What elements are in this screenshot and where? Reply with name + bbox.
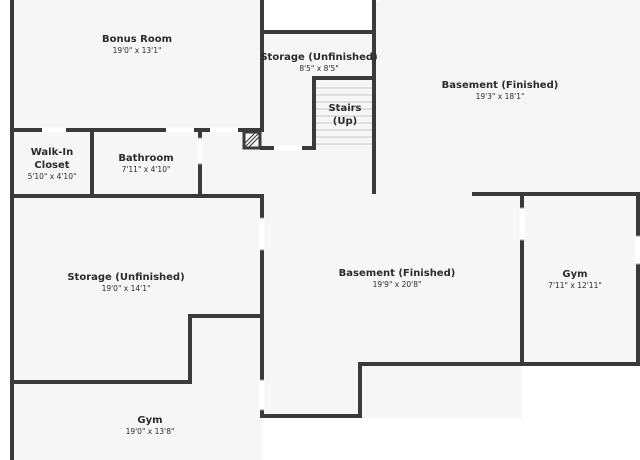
room-label-storage-top: Storage (Unfinished) 8'5" x 8'5" [260, 52, 377, 73]
room-dims: 5'10" x 4'10" [28, 172, 77, 181]
room-name: Bathroom [118, 153, 173, 164]
room-dims: 19'0" x 13'1" [113, 46, 162, 55]
room-name: Basement (Finished) [442, 80, 559, 91]
room-label-basement-top: Basement (Finished) 19'3" x 18'1" [442, 80, 559, 101]
room-dims: 8'5" x 8'5" [299, 64, 338, 73]
room-name: Gym [137, 415, 162, 426]
room-dims: 19'0" x 14'1" [102, 284, 151, 293]
room-name: (Up) [333, 116, 357, 127]
room-name: Storage (Unfinished) [260, 52, 377, 63]
room-name: Storage (Unfinished) [67, 272, 184, 283]
room-label-storage-left: Storage (Unfinished) 19'0" x 14'1" [67, 272, 184, 293]
door-jambs [198, 137, 640, 411]
room-dims: 19'0" x 13'8" [126, 427, 175, 436]
room-dims: 7'11" x 4'10" [122, 165, 171, 174]
room-name: Bonus Room [102, 34, 172, 45]
room-name: Closet [34, 160, 69, 171]
room-name: Gym [562, 269, 587, 280]
stairs-treads [316, 87, 372, 145]
room-label-basement-center: Basement (Finished) 19'9" x 20'8" [339, 268, 456, 289]
room-label-gym-right: Gym 7'11" x 12'11" [548, 269, 602, 290]
room-dims: 7'11" x 12'11" [548, 281, 602, 290]
room-label-bathroom: Bathroom 7'11" x 4'10" [118, 153, 173, 174]
room-label-stairs: Stairs (Up) [328, 103, 361, 127]
room-label-gym-bottom: Gym 19'0" x 13'8" [126, 415, 175, 436]
floor-areas [12, 0, 640, 460]
room-dims: 19'3" x 18'1" [476, 92, 525, 101]
room-label-walk-in-closet: Walk-In Closet 5'10" x 4'10" [28, 147, 77, 181]
room-name: Basement (Finished) [339, 268, 456, 279]
room-name: Stairs [328, 103, 361, 114]
room-name: Walk-In [31, 147, 74, 158]
room-dims: 19'9" x 20'8" [373, 280, 422, 289]
door-openings [42, 0, 640, 410]
room-label-bonus-room: Bonus Room 19'0" x 13'1" [102, 34, 172, 55]
